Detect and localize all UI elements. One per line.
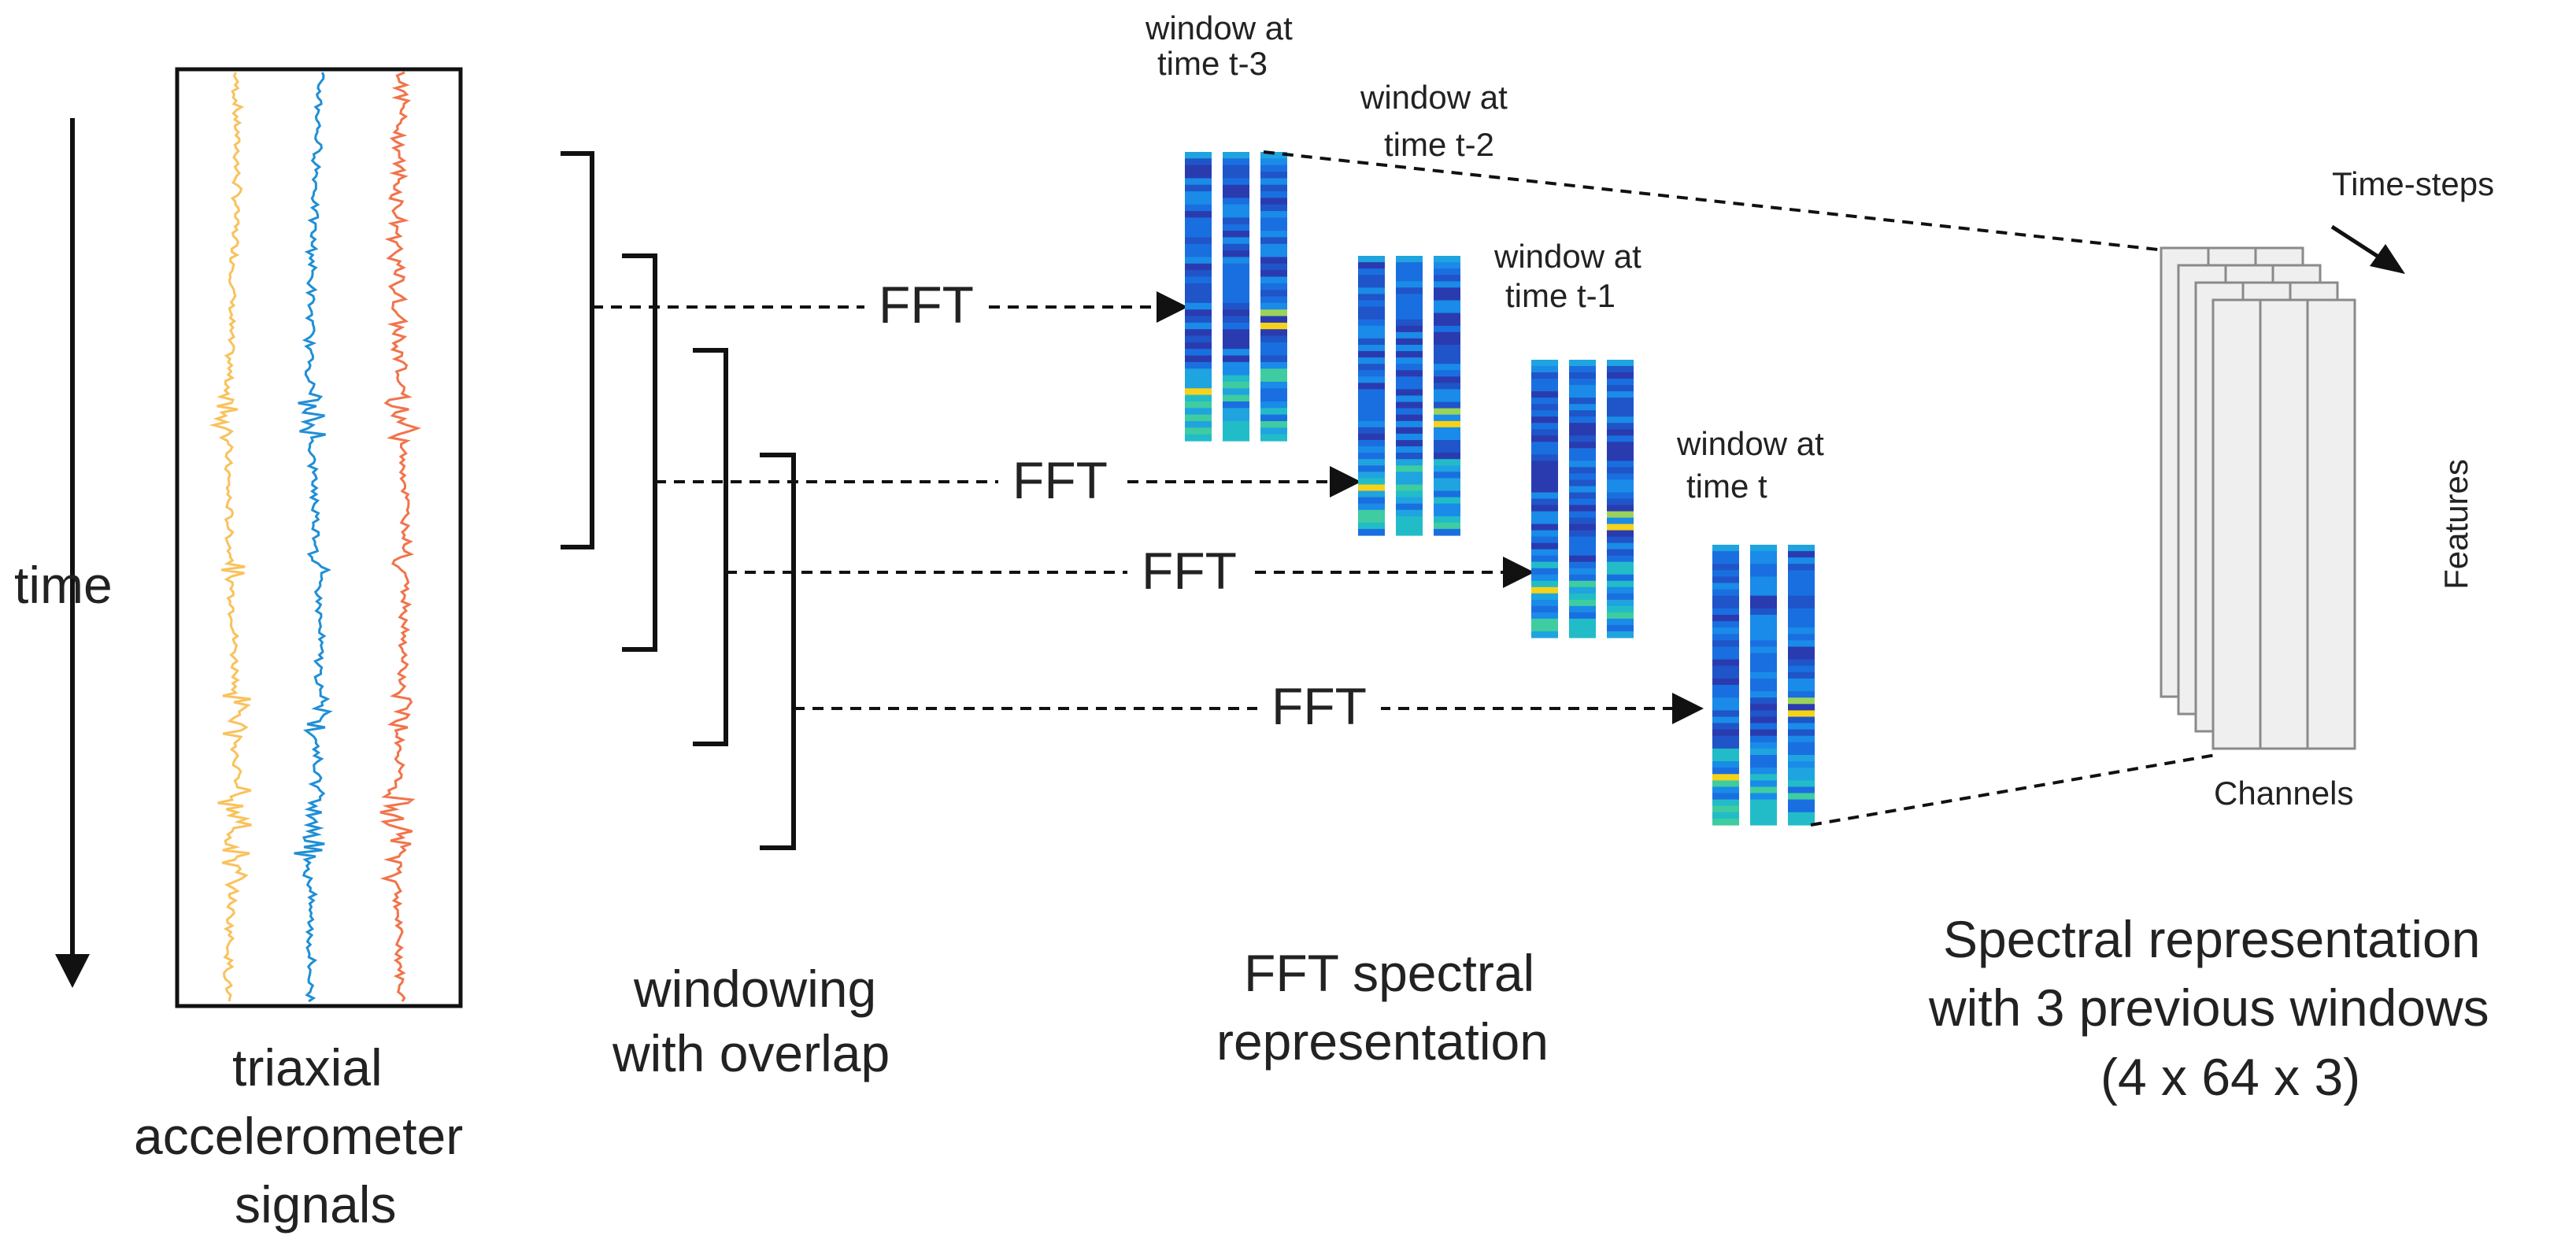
spectrogram-channel xyxy=(1396,256,1423,536)
window-bracket-1 xyxy=(561,151,594,549)
fft-caption-line2: representation xyxy=(1216,1012,1549,1071)
windowing-caption-line2: with overlap xyxy=(613,1024,890,1082)
tensor-stack xyxy=(2160,246,2356,750)
fft-label-1: FFT xyxy=(864,277,988,332)
signal-y-trace xyxy=(294,72,333,1003)
spectral-caption-line3: (4 x 64 x 3) xyxy=(2100,1048,2361,1106)
spectrogram-window-1 xyxy=(1185,152,1287,442)
fft-arrows xyxy=(592,291,1704,724)
fft-caption-line1: FFT spectral xyxy=(1244,944,1535,1002)
window-label-t3-line2: time t-3 xyxy=(1157,45,1268,82)
signals-caption-line3: signals xyxy=(235,1175,397,1234)
time-label: time xyxy=(14,556,113,614)
time-steps-arrow-icon xyxy=(2330,224,2405,274)
window-label-t2-line1: window at xyxy=(1360,79,1508,116)
spectrogram-channel xyxy=(1260,152,1287,442)
window-label-t-line2: time t xyxy=(1686,468,1767,505)
fft-label-3: FFT xyxy=(1127,543,1251,598)
accelerometer-signals xyxy=(209,71,422,1003)
projection-lines xyxy=(1263,150,2221,827)
window-label-t2-line2: time t-2 xyxy=(1384,126,1495,163)
window-label-t1-line1: window at xyxy=(1494,238,1641,275)
spectrogram-channel xyxy=(1434,256,1460,536)
spectrogram-channel xyxy=(1185,152,1212,442)
fft-label-4: FFT xyxy=(1257,679,1381,734)
spectral-caption-line1: Spectral representation xyxy=(1943,910,2481,968)
spectrogram-channel xyxy=(1531,360,1558,638)
time-steps-label: Time-steps xyxy=(2332,165,2495,202)
spectrogram-channel xyxy=(1712,545,1739,826)
signal-x-trace xyxy=(209,72,252,1002)
spectrogram-channel xyxy=(1223,152,1249,442)
time-arrow-icon xyxy=(55,118,90,988)
windowing-caption-line1: windowing xyxy=(634,960,877,1018)
spectrogram-window-3 xyxy=(1531,360,1634,638)
spectrogram-channel xyxy=(1358,256,1385,536)
fft-label-2: FFT xyxy=(998,453,1122,508)
spectral-caption-line2: with 3 previous windows xyxy=(1929,978,2489,1037)
tensor-slice-4 xyxy=(2211,298,2356,750)
window-bracket-4 xyxy=(760,453,796,850)
window-label-t1-line2: time t-1 xyxy=(1505,277,1616,314)
window-bracket-2 xyxy=(622,253,657,652)
window-bracket-3 xyxy=(693,348,728,746)
channels-label: Channels xyxy=(2214,775,2354,812)
signal-panel xyxy=(175,67,463,1008)
spectrogram-window-2 xyxy=(1358,256,1460,536)
spectrogram-window-4 xyxy=(1712,545,1815,826)
spectrogram-channel xyxy=(1750,545,1777,826)
signals-caption-line2: accelerometer xyxy=(134,1107,464,1165)
spectrograms xyxy=(1185,152,1815,826)
signals-caption-line1: triaxial xyxy=(232,1038,383,1097)
features-label: Features xyxy=(2437,459,2474,590)
spectrogram-channel xyxy=(1607,360,1634,638)
signal-z-trace xyxy=(379,71,422,1002)
window-label-t-line1: window at xyxy=(1677,425,1824,462)
spectrogram-channel xyxy=(1569,360,1596,638)
window-label-t3-line1: window at xyxy=(1146,9,1293,46)
window-brackets xyxy=(561,151,796,850)
spectrogram-channel xyxy=(1788,545,1815,826)
